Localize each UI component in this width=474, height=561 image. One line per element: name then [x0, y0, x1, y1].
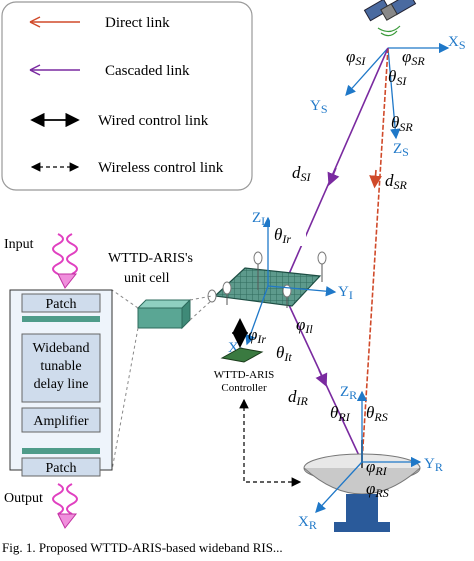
axis-yr-label: YR: [424, 456, 443, 474]
phi-rs-label: φRS: [366, 479, 389, 500]
controller-label-line2: Controller: [221, 382, 267, 394]
theta-si-label: θSI: [388, 67, 407, 88]
axis-yi-label: YI: [338, 284, 353, 302]
satellite-angle-labels: φSI φSR θSI θSR dSI dSR: [292, 47, 425, 192]
phi-ri-label: φRI: [366, 457, 388, 478]
ris-surface-icon: [207, 251, 327, 308]
axis-zr-label: ZR: [340, 384, 357, 402]
legend-direct-link: Direct link: [105, 15, 170, 31]
controller-board-icon: WTTD-ARIS Controller: [214, 318, 275, 394]
theta-sr-label: θSR: [391, 113, 413, 134]
amplifier-label: Amplifier: [33, 414, 89, 429]
figure-caption: Fig. 1. Proposed WTTD-ARIS-based wideban…: [2, 540, 283, 555]
patch-top-label: Patch: [45, 297, 76, 312]
patch-bottom-label: Patch: [45, 461, 76, 476]
satellite-axes: XS YS ZS: [310, 34, 466, 159]
delay-line-label-1: Wideband: [33, 341, 90, 356]
phi-si-label: φSI: [346, 47, 366, 68]
direct-link-line: [361, 47, 389, 463]
ris-angle-labels: θIr φIl φIr θIt dIR: [248, 220, 313, 408]
theta-ri-label: θRI: [330, 403, 351, 424]
receiver-angle-labels: θRI θRS φRI φRS: [330, 403, 389, 500]
delay-line-label-3: delay line: [34, 377, 89, 392]
d-sr-label: dSR: [385, 171, 408, 192]
legend: Direct link Cascaded link Wired control …: [1, 1, 253, 191]
output-label: Output: [4, 491, 43, 506]
delay-line-label-2: tunable: [40, 359, 81, 374]
legend-cascaded-link: Cascaded link: [105, 63, 190, 79]
theta-rs-label: θRS: [366, 403, 388, 424]
axis-zi-label: ZI: [252, 210, 265, 228]
axis-ys-label: YS: [310, 98, 328, 116]
unit-cell-block-diagram: Input Patch Wideband tunable delay line …: [4, 233, 113, 529]
unit-cell-module: WTTD-ARIS's unit cell: [108, 251, 213, 471]
legend-wireless-link: Wireless control link: [98, 160, 224, 176]
axis-xs-label: XS: [448, 34, 466, 52]
unit-cell-label-line2: unit cell: [124, 271, 170, 286]
theta-it-label: θIt: [276, 343, 292, 364]
wireless-control-link: [239, 398, 302, 487]
satellite-icon: [363, 0, 417, 37]
receiver-axes: ZR YR XR: [298, 384, 443, 532]
input-label: Input: [4, 237, 34, 252]
axis-xr-label: XR: [298, 514, 317, 532]
legend-wired-link: Wired control link: [98, 113, 209, 129]
receiver-dish-icon: [303, 440, 421, 532]
d-ir-label: dIR: [288, 387, 308, 408]
unit-cell-label-line1: WTTD-ARIS's: [108, 251, 193, 266]
phi-ir-label: φIr: [248, 325, 266, 346]
d-si-label: dSI: [292, 163, 312, 184]
controller-label-line1: WTTD-ARIS: [214, 369, 275, 381]
axis-zs-label: ZS: [393, 141, 409, 159]
phi-il-label: φIl: [296, 315, 313, 336]
phi-sr-label: φSR: [402, 47, 425, 68]
theta-ir-label: θIr: [274, 225, 291, 246]
